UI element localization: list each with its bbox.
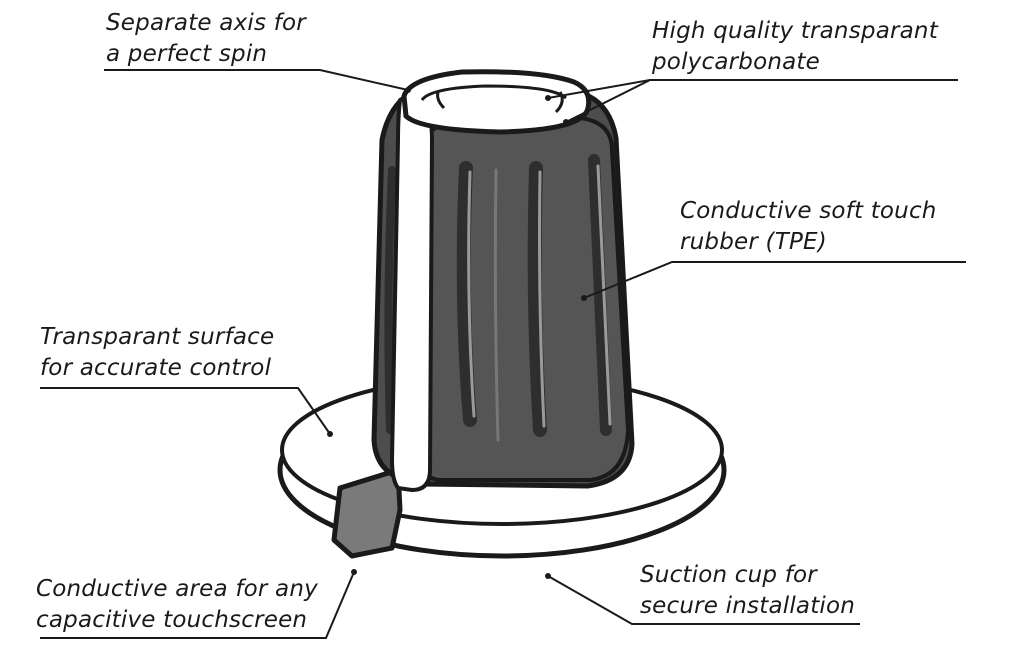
indicator-stripe	[390, 90, 434, 492]
label-rubber-line-1: Conductive soft touch	[680, 198, 937, 224]
leader-suction	[547, 575, 860, 625]
label-conductive-area: Conductive area for any capacitive touch…	[36, 574, 318, 636]
label-axis-line-1: Separate axis for	[106, 10, 306, 36]
leader-rubber	[583, 261, 966, 299]
leader-axis	[104, 69, 409, 91]
label-axis: Separate axis for a perfect spin	[106, 8, 306, 70]
leader-polycarbonate-2	[565, 79, 651, 123]
label-polycarbonate: High quality transparant polycarbonate	[652, 16, 938, 78]
label-suction: Suction cup for secure installation	[640, 560, 855, 622]
label-polycarbonate-line-2: polycarbonate	[652, 49, 820, 75]
label-polycarbonate-line-1: High quality transparant	[652, 18, 938, 44]
anchor-dots	[327, 87, 587, 579]
label-surface: Transparant surface for accurate control	[40, 322, 274, 384]
knob-body	[371, 90, 635, 492]
label-conductive-area-line-2: capacitive touchscreen	[36, 607, 308, 633]
leader-polycarbonate	[547, 79, 958, 99]
pointer-tab	[331, 467, 403, 559]
label-axis-line-2: a perfect spin	[106, 41, 268, 67]
leader-lines	[40, 69, 966, 639]
label-conductive-area-line-1: Conductive area for any	[36, 576, 318, 602]
rubber-grooves	[384, 154, 612, 442]
label-surface-line-2: for accurate control	[40, 355, 272, 381]
label-surface-line-1: Transparant surface	[40, 324, 275, 350]
label-suction-line-1: Suction cup for	[640, 562, 817, 588]
leader-surface	[40, 387, 331, 435]
transparent-cap	[401, 69, 592, 135]
label-rubber-line-2: rubber (TPE)	[680, 229, 827, 255]
leader-conductive	[40, 571, 355, 639]
label-suction-line-2: secure installation	[640, 593, 856, 619]
label-rubber: Conductive soft touch rubber (TPE)	[680, 196, 937, 258]
